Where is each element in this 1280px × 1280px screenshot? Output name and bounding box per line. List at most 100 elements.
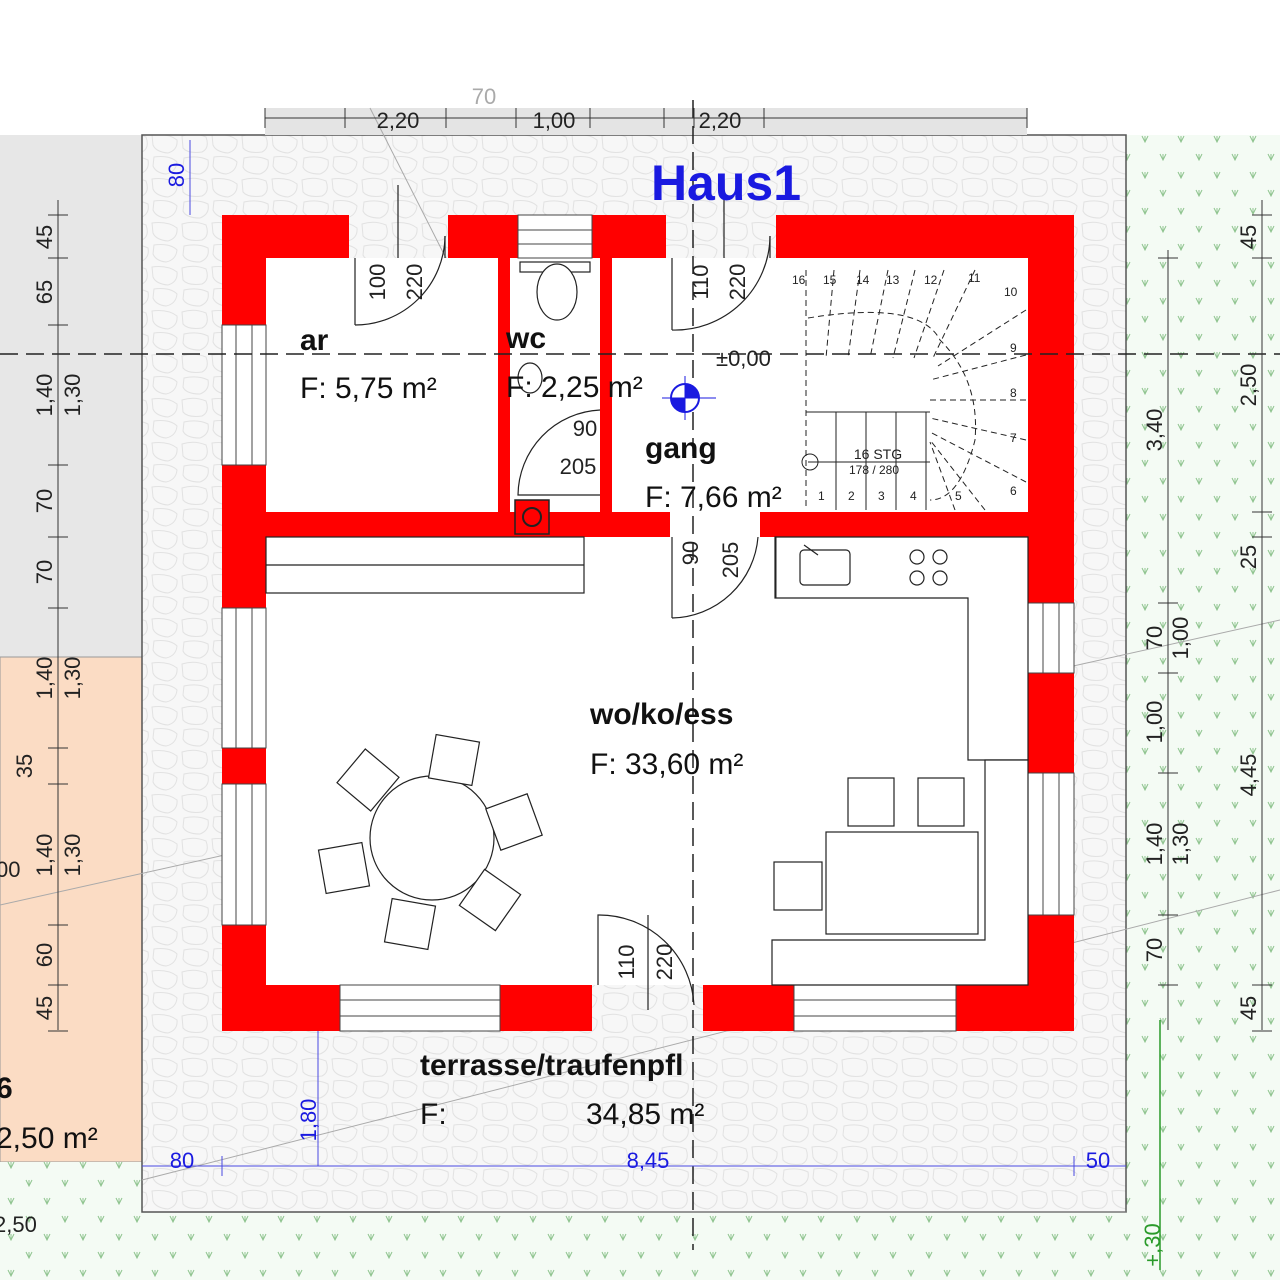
svg-text:4: 4	[910, 489, 917, 503]
svg-text:70: 70	[1142, 626, 1167, 650]
svg-text:10: 10	[1004, 285, 1018, 299]
room-terrace-area-label: F:	[420, 1098, 447, 1131]
svg-text:15: 15	[823, 273, 837, 287]
blue-dim-bottom-center: 8,45	[627, 1148, 670, 1173]
dim-top-3: 2,20	[699, 108, 742, 133]
level-label: ±0,00	[716, 346, 771, 371]
svg-text:70: 70	[1142, 938, 1167, 962]
svg-text:70: 70	[32, 560, 57, 584]
chimney-flue	[522, 507, 542, 527]
svg-text:100: 100	[365, 264, 390, 301]
svg-text:7: 7	[1010, 431, 1017, 445]
right-dimension-chain	[1158, 200, 1272, 1032]
grass-bottom	[142, 1212, 1126, 1280]
chimney	[514, 499, 550, 535]
svg-text:3: 3	[878, 489, 885, 503]
room-ar-name: ar	[300, 324, 329, 357]
neighbor-room-name: 6	[0, 1072, 13, 1105]
stairs-label-ratio: 178 / 280	[849, 463, 899, 477]
exterior-walls	[222, 215, 1074, 1031]
svg-text:110: 110	[688, 264, 713, 299]
svg-text:4,45: 4,45	[1236, 754, 1261, 797]
svg-text:12: 12	[924, 273, 938, 287]
stairs-lower-steps	[801, 411, 930, 510]
svg-text:1,30: 1,30	[60, 657, 85, 700]
svg-text:16: 16	[792, 273, 806, 287]
interior-walls	[266, 258, 1028, 537]
svg-text:205: 205	[718, 542, 743, 579]
room-wc-name: wc	[505, 322, 546, 355]
stairs-label-steps: 16 STG	[854, 446, 902, 462]
round-table	[317, 733, 543, 951]
left-dimension-chain	[48, 200, 68, 1032]
right-dim-labels: 45 2,50 25 4,45 45 3,40 70 1,00 1,00 1,4…	[1142, 225, 1261, 1020]
windows	[221, 214, 1075, 1032]
room-gang-area: F: 7,66 m²	[645, 481, 782, 514]
svg-text:205: 205	[560, 454, 597, 479]
door-swings	[354, 180, 771, 1010]
room-wc-area: F: 2,25 m²	[506, 371, 643, 404]
svg-text:1,40: 1,40	[32, 834, 57, 877]
svg-text:1,00: 1,00	[1168, 617, 1193, 660]
svg-text:45: 45	[32, 996, 57, 1020]
svg-text:45: 45	[1236, 225, 1261, 249]
svg-text:65: 65	[32, 280, 57, 304]
neighbor-room-area: 2,50 m²	[0, 1122, 98, 1155]
site-dim-bottom-left: 2,50	[0, 1212, 37, 1237]
svg-text:220: 220	[652, 944, 677, 981]
svg-text:60: 60	[32, 943, 57, 967]
dim-top-faint: 70	[472, 84, 496, 109]
dim-top-2: 1,00	[533, 108, 576, 133]
svg-text:90: 90	[678, 541, 703, 565]
door-labels: 100 220 110 220 90 205 90 205 110 220	[365, 264, 750, 981]
room-wko-area: F: 33,60 m²	[590, 748, 743, 781]
svg-text:25: 25	[1236, 545, 1261, 569]
svg-text:220: 220	[402, 264, 427, 301]
svg-text:2,50: 2,50	[1236, 364, 1261, 407]
neighbor-building-orange	[0, 656, 143, 1163]
built-in-cabinet	[265, 536, 585, 594]
svg-text:70: 70	[32, 489, 57, 513]
svg-text:8: 8	[1010, 386, 1017, 400]
top-dimension-chain	[264, 108, 1028, 128]
blue-dim-bottom-left: 80	[170, 1148, 194, 1173]
svg-text:6: 6	[1010, 484, 1017, 498]
svg-text:90: 90	[573, 416, 597, 441]
right-dim-green: +,30	[1140, 1223, 1165, 1266]
svg-text:1,00: 1,00	[1142, 701, 1167, 744]
room-terrace-area: 34,85 m²	[586, 1098, 704, 1131]
svg-text:13: 13	[886, 273, 900, 287]
grass-right	[1126, 135, 1280, 1280]
blue-dim-bottom-right: 50	[1086, 1148, 1110, 1173]
svg-text:45: 45	[32, 225, 57, 249]
svg-text:1,30: 1,30	[1168, 823, 1193, 866]
left-dim-labels: 45 65 1,40 1,30 70 70 1,40 1,30 35 1,40 …	[12, 225, 85, 1020]
room-terrace-name: terrasse/traufenpfl	[420, 1049, 683, 1082]
svg-text:1,30: 1,30	[60, 834, 85, 877]
room-wko-name: wo/ko/ess	[589, 698, 733, 731]
dim-top-1: 2,20	[377, 108, 420, 133]
grass-bottom-left	[0, 1162, 142, 1280]
svg-text:220: 220	[725, 264, 750, 301]
svg-text:3,40: 3,40	[1142, 409, 1167, 452]
room-ar-area: F: 5,75 m²	[300, 372, 437, 405]
neighbor-building-gray	[0, 135, 142, 657]
room-gang-name: gang	[645, 432, 717, 465]
svg-text:1,40: 1,40	[1142, 823, 1167, 866]
svg-text:1,40: 1,40	[32, 657, 57, 700]
kitchen	[774, 536, 1029, 761]
svg-text:1,30: 1,30	[60, 374, 85, 417]
site-line	[141, 889, 1280, 1181]
svg-text:11: 11	[968, 271, 981, 285]
left-dim-cut: 00	[0, 857, 20, 882]
svg-text:9: 9	[1010, 341, 1017, 355]
svg-text:35: 35	[12, 754, 37, 778]
svg-text:45: 45	[1236, 996, 1261, 1020]
stairs	[805, 269, 1027, 511]
svg-text:110: 110	[614, 944, 639, 979]
svg-text:5: 5	[955, 489, 962, 503]
blue-dim-top-left: 80	[164, 163, 189, 187]
terrace-depth-dim: 1,80	[296, 1099, 321, 1142]
dining-bench	[771, 759, 1029, 986]
